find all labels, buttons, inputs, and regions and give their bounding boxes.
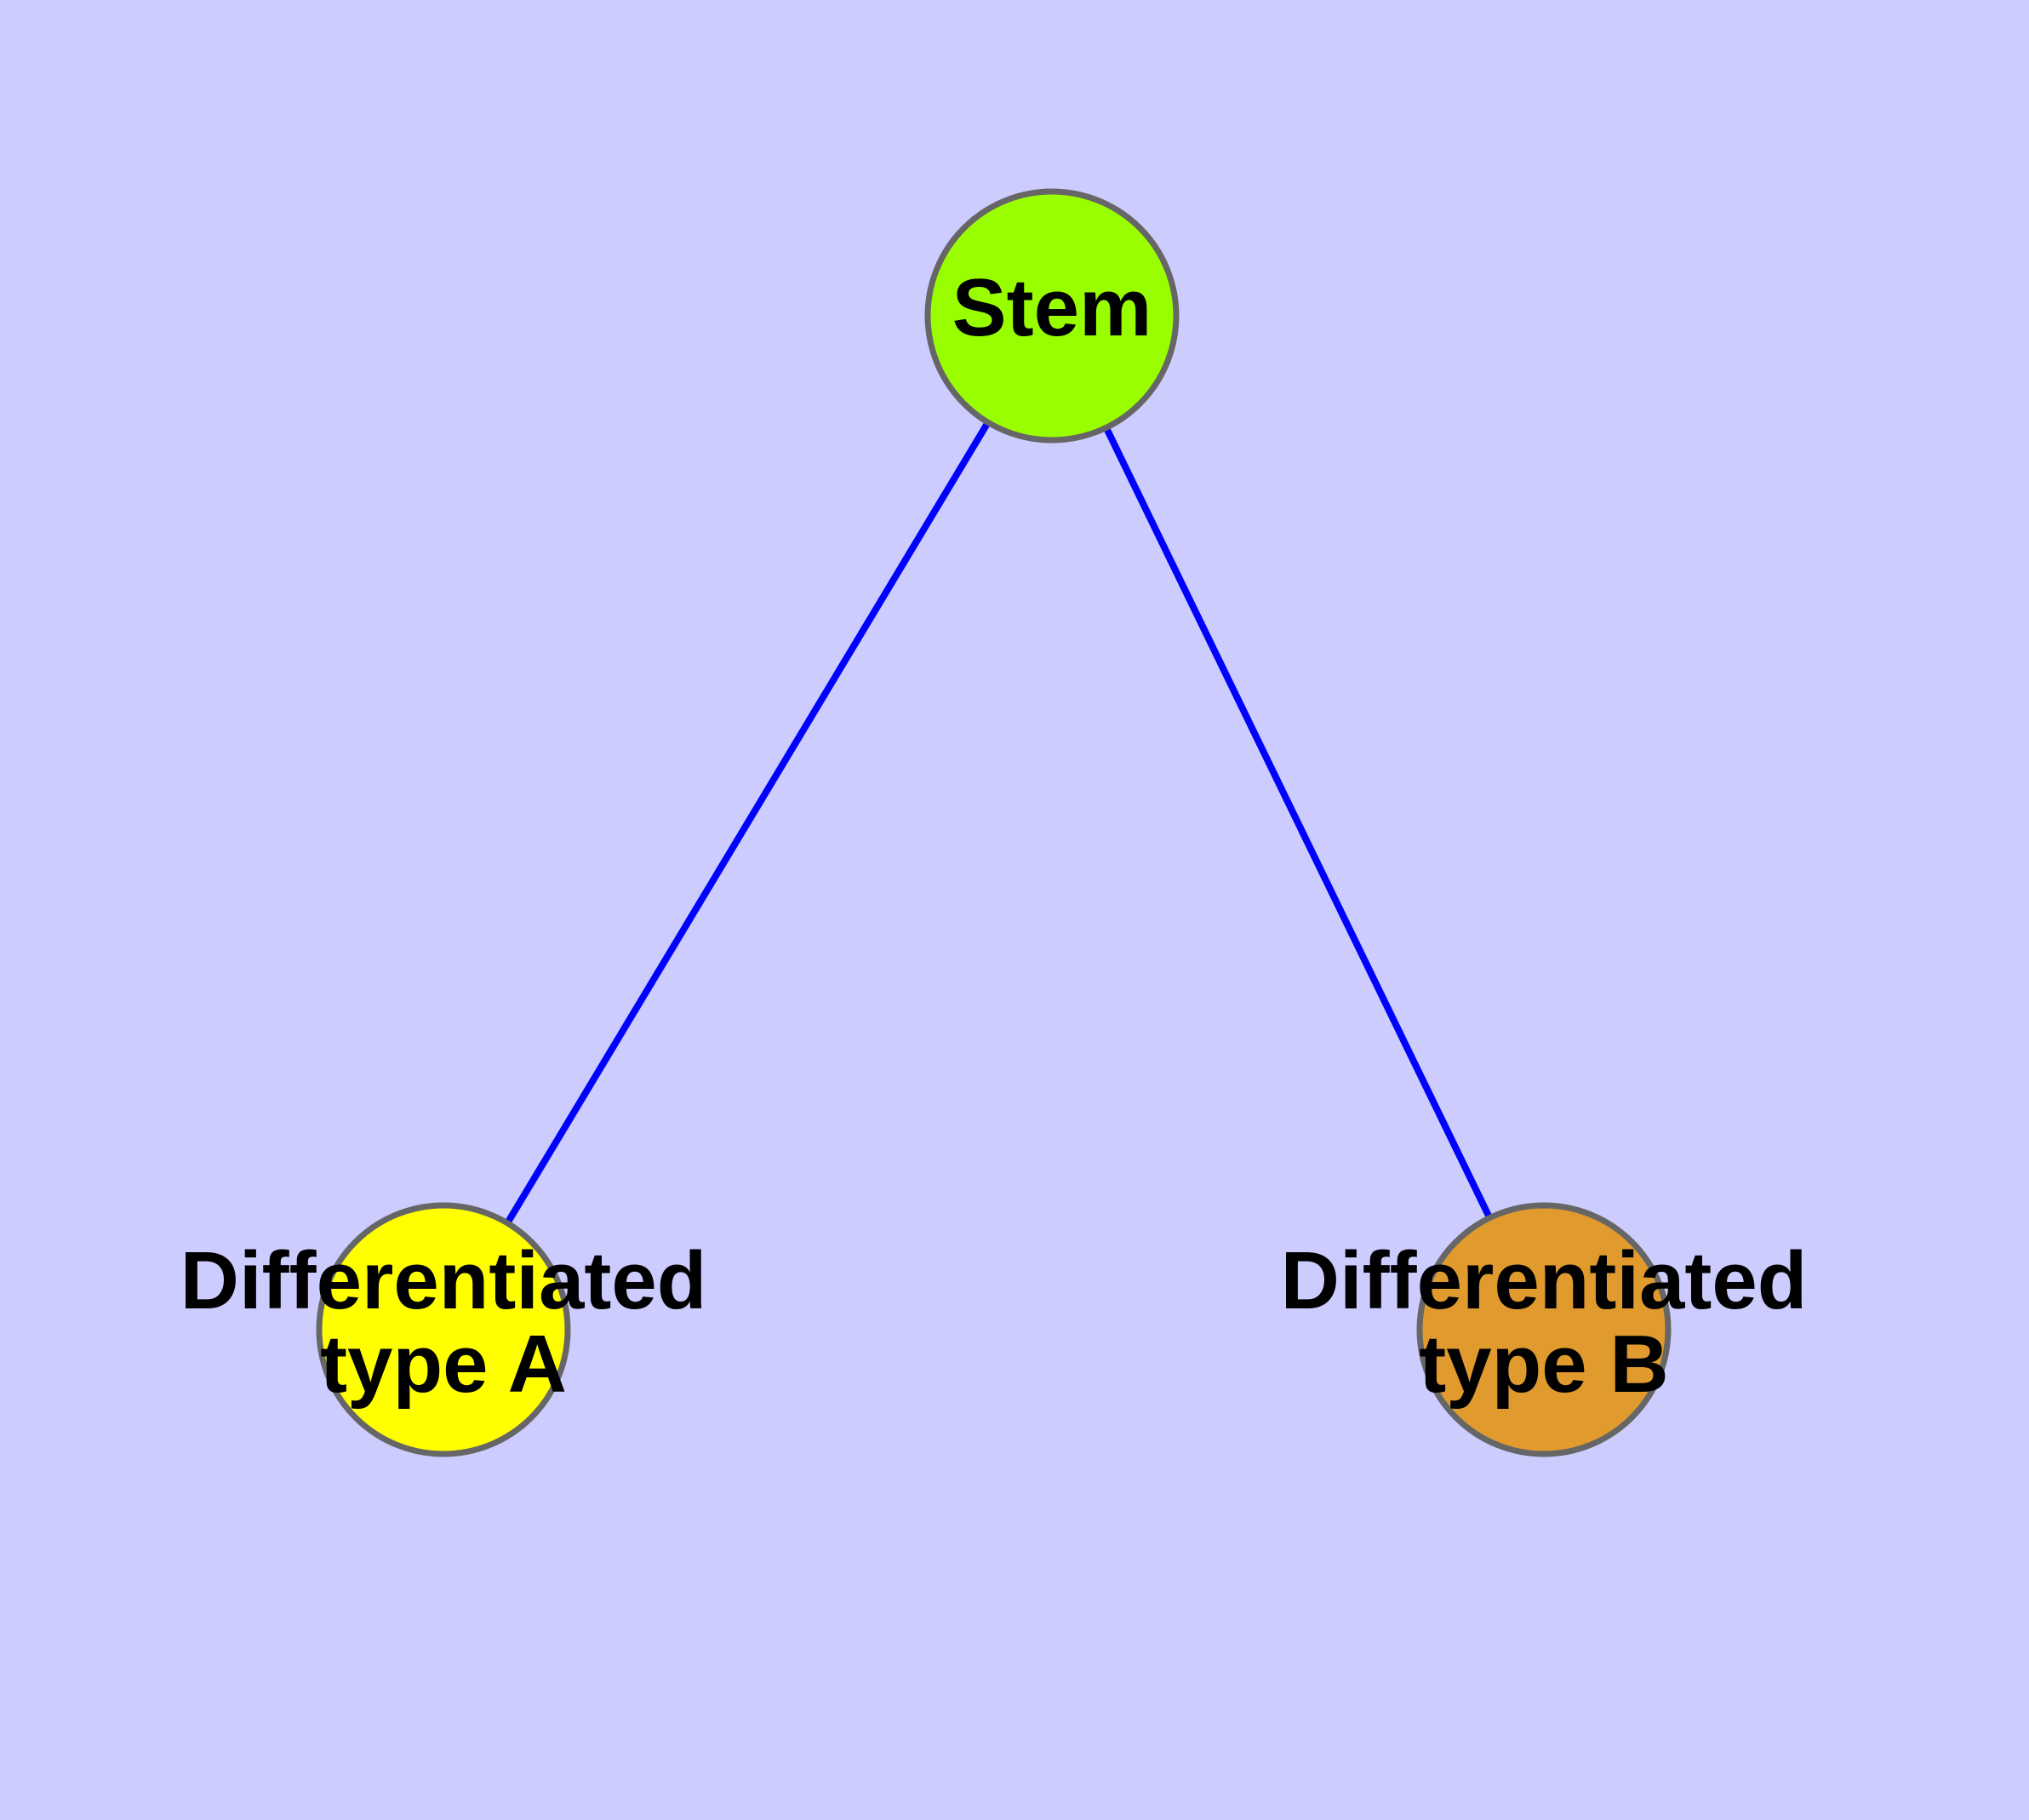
node-stem[interactable] [924, 188, 1180, 444]
node-differentiated-type-b[interactable] [1416, 1202, 1672, 1457]
node-differentiated-type-a[interactable] [316, 1202, 571, 1457]
edge-stem-diff-a[interactable] [440, 313, 1055, 1332]
edge-stem-diff-b[interactable] [1049, 314, 1547, 1331]
nodes-layer [316, 188, 1672, 1457]
edges-layer [440, 313, 1547, 1332]
